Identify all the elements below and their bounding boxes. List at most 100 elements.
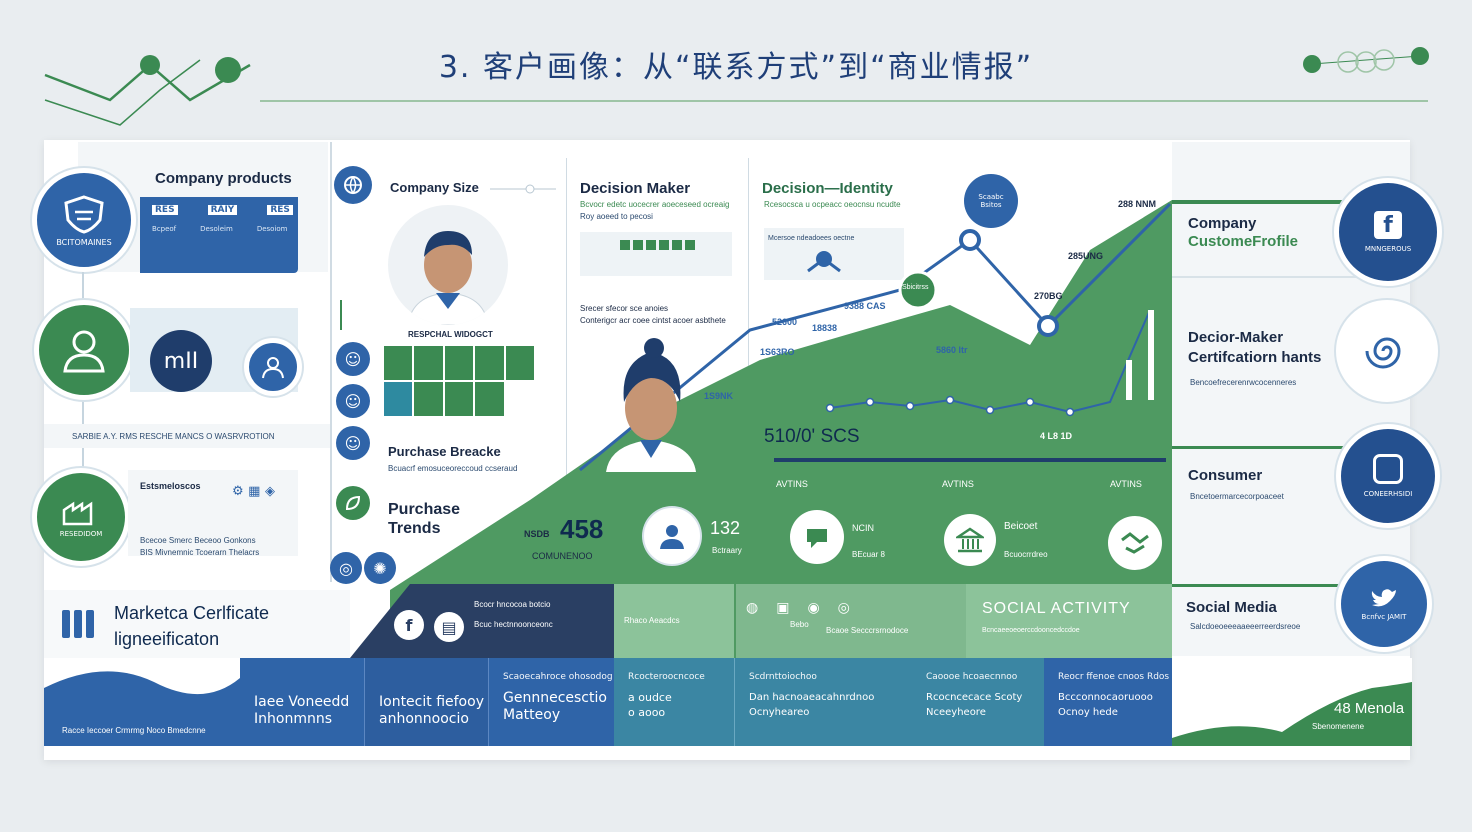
bottom-segment-body: a oudce o aooo xyxy=(628,691,672,719)
chart-axis-label: AVTINS xyxy=(942,479,974,489)
purchase-trends-label: Purchase Trends xyxy=(388,500,460,538)
title-divider xyxy=(260,100,1428,102)
bottom-wave xyxy=(44,658,240,746)
person-badge xyxy=(34,300,134,400)
factory-icon xyxy=(62,501,93,526)
chart-annotation: 9388 CAS xyxy=(844,301,886,311)
chart-annotation: 270BG xyxy=(1034,291,1063,301)
chart-point xyxy=(959,229,981,251)
company-products-badge-text: BCITOMAINES xyxy=(56,237,112,247)
bottom-segment-title: Iontecit fiefooy anhonnoocio xyxy=(379,694,484,727)
chart-bar xyxy=(1126,360,1132,400)
chart-annotation: 1S9NK xyxy=(704,391,734,401)
company-products-panel: RES RAIY RES Bcpeof Desoleim Desoiom xyxy=(140,197,298,273)
bottom-segment-title: Iaee Voneedd Inhonmnns xyxy=(254,694,350,727)
chart-annotation: 1S63RO xyxy=(760,347,795,357)
green-marker xyxy=(340,300,342,330)
purchase-trends-line: Trends xyxy=(388,520,441,537)
coin-icon: ◎ xyxy=(330,552,362,584)
right-title: Decior-Maker xyxy=(1188,329,1284,346)
social-tab-label: Bebo xyxy=(790,620,809,629)
chart-annotation: 288 NNM xyxy=(1118,199,1157,209)
decision-divider xyxy=(566,158,567,478)
chart-annotation: 5860 ltr xyxy=(936,345,968,355)
right-sub: Salcdoeoeeeaaeeerreerdsreoe xyxy=(1190,622,1301,631)
stat-sub: Bcuocrrdreo xyxy=(1004,550,1048,559)
bottom-segment: Rcocteroocncoce a oudce o aooo xyxy=(614,658,734,746)
mini-avatar: ☺ xyxy=(336,342,370,376)
chart-value-label: 510/0' SCS xyxy=(764,426,860,447)
marketing-panel xyxy=(44,590,350,658)
company-products-label: Company products xyxy=(155,170,292,187)
chart-minor-point xyxy=(825,403,835,413)
research-badge: RESEDIDOM xyxy=(32,468,130,566)
bubble-line: Bsitos xyxy=(980,201,1002,209)
company-size-connector xyxy=(490,184,556,194)
bottom-segment-body: Rcocncecace Scoty Nceeyheore xyxy=(926,692,1023,718)
marketing-title-line: ligneeificaton xyxy=(114,629,220,649)
chart-annotation: 285UNG xyxy=(1068,251,1104,261)
right-title: Company xyxy=(1188,215,1257,232)
social-dark-line: Bcuc hectnnoonceonc xyxy=(474,620,553,629)
stat-big-value: 458 xyxy=(560,514,604,544)
instagram-badge-text: CONEERHSIDI xyxy=(1363,490,1413,498)
chart-point xyxy=(1037,315,1059,337)
chart-minor-point xyxy=(985,405,995,415)
twitter-badge-text: Bcnfvc JAMIT xyxy=(1361,613,1407,621)
man-avatar-icon xyxy=(407,231,489,325)
social-tab[interactable]: ◍▣◉◎ Bcaoe Secccrsrnodoce xyxy=(736,584,966,658)
social-activity-title: SOCIAL ACTIVITY xyxy=(982,600,1131,617)
decor-dots-right xyxy=(1303,47,1429,73)
product-chip: RAIY xyxy=(207,205,238,215)
facebook-small-icon: f xyxy=(394,610,424,640)
stat-value: 132 xyxy=(710,518,741,538)
users-icon xyxy=(262,357,284,379)
decision-divider xyxy=(748,158,749,368)
chart-annotation: 52600 xyxy=(772,317,798,327)
decision-line: Srecer sfecor sce anoies xyxy=(580,304,669,313)
purchase-breadth-sub: Bcuacrf emosuceoreccoud ccseraud xyxy=(388,464,518,473)
product-line: Bcpeof xyxy=(152,225,177,233)
chart-minor-point xyxy=(905,401,915,411)
stat-sub: BEcuar 8 xyxy=(852,550,885,559)
scaabc-bubble: Scaabc Bsitos xyxy=(964,174,1018,228)
research-line: BIS Mivnemnic Tcoerarn Thelacrs xyxy=(140,548,260,557)
stat-sub: COMUNENOO xyxy=(532,551,593,561)
building-icon xyxy=(956,527,984,553)
user-group-badge xyxy=(244,338,302,396)
swirl-icon xyxy=(1365,337,1401,369)
research-badge-text: RESEDIDOM xyxy=(59,530,103,538)
decision-identity-sub: Rcesocsca u ocpeacc oeocnsu ncudte xyxy=(764,200,901,209)
right-accent-bar xyxy=(1172,584,1372,587)
social-tab[interactable]: Rhaco Aeacdcs xyxy=(614,584,734,658)
social-activity-panel: SOCIAL ACTIVITY Bcncaeeoeoerccdooncedccd… xyxy=(966,584,1172,658)
person-caption: RESPCHAL WIDOGCT xyxy=(408,330,493,339)
chart-annotation: 4 L8 1D xyxy=(1040,431,1073,441)
right-title: Social Media xyxy=(1186,599,1277,616)
research-glyphs: ⚙ ▦ ◈ xyxy=(232,484,275,499)
product-line: Desoiom xyxy=(256,225,288,233)
stat-prefix: NSDB xyxy=(524,529,550,539)
instagram-badge: CONEERHSIDI xyxy=(1336,424,1440,528)
research-line: Bcecoe Smerc Beceoo Gonkons xyxy=(140,536,256,545)
separator-text: SARBIE A.Y. RMS RESCHE MANCS O WASRVROTI… xyxy=(72,432,275,441)
twitter-badge: Bcnfvc JAMIT xyxy=(1336,556,1432,652)
decision-person xyxy=(596,332,706,472)
globe-small-icon: ✺ xyxy=(364,552,396,584)
decision-identity-title: Decision—Identity xyxy=(762,180,893,197)
bottom-segment: Caoooe hcoaecnnoo Rcocncecace Scoty Ncee… xyxy=(888,658,1044,746)
chart-minor-point xyxy=(945,395,955,405)
bottom-segment-body: Bccconnocaoruooo Ocnoy hede xyxy=(1058,692,1153,718)
social-icon-row: ◍▣◉◎ xyxy=(746,600,966,616)
chart-annotation: 18838 xyxy=(812,323,838,333)
decision-maker-sub: Bcvocr edetc uocecrer aoeceseed ocreaig xyxy=(580,200,730,209)
stat-value: Beicoet xyxy=(1004,521,1038,532)
decision-maker-sub: Roy aoeed to pecosi xyxy=(580,212,653,221)
company-size-icon xyxy=(334,166,372,204)
mini-avatar: ☺ xyxy=(336,426,370,460)
bubble-line: Scaabc xyxy=(978,193,1004,201)
right-sub: Bncetoermarcecorpoaceet xyxy=(1190,492,1284,501)
marketing-bars-icon xyxy=(62,610,102,638)
social-activity-sub: Bcncaeeoeoerccdooncedccdoe xyxy=(982,627,1080,634)
separator-strip xyxy=(44,424,330,448)
